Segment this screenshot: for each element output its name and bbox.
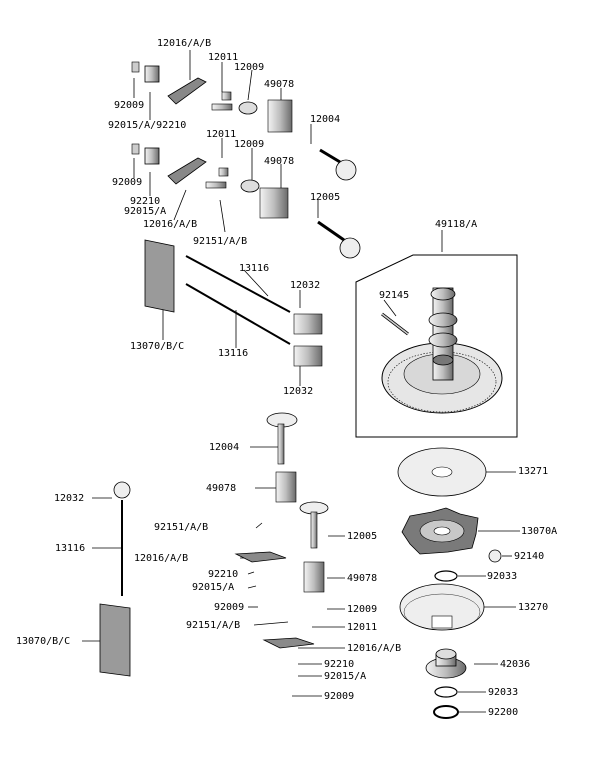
label-pivot-set-a: 92015/A/92210 (108, 120, 187, 131)
label-nut-92009-c: 92009 (214, 602, 245, 613)
rocker-assembly-second (131, 143, 361, 259)
weight-13070a (401, 507, 479, 555)
label-spring-49078-c: 49078 (206, 483, 237, 494)
label-snap-ring-92033-a: 92033 (487, 571, 518, 582)
label-pin-92145: 92145 (379, 290, 410, 301)
label-nut-92009-d: 92009 (324, 691, 355, 702)
plate-13271 (397, 447, 487, 497)
label-pivot-12011-c: 12011 (347, 622, 378, 633)
label-spring-49078-d: 49078 (347, 573, 378, 584)
label-rocker-arm-top: 12016/A/B (157, 38, 212, 49)
label-rocker-arm-lower: 12016/A/B (134, 553, 189, 564)
rocker-arm-mid (234, 551, 287, 563)
label-retainer-12009-a: 12009 (234, 62, 265, 73)
label-pivot-92015-c: 92015/A (324, 671, 367, 682)
rocker-arm-bottom (262, 637, 315, 649)
camshaft-group-frame (355, 254, 518, 438)
label-pushrod-13116-a: 13116 (239, 263, 270, 274)
label-stud-92151-a: 92151/A/B (193, 236, 248, 247)
label-valve-12005-a: 12005 (310, 192, 341, 203)
label-lifter-12032-c: 12032 (54, 493, 85, 504)
label-spring-49078-a: 49078 (264, 79, 295, 90)
label-pushrod-13116-c: 13116 (55, 543, 86, 554)
guide-plate-lower (99, 603, 131, 677)
label-lifter-12032-b: 12032 (283, 386, 314, 397)
label-sleeve-42036: 42036 (500, 659, 531, 670)
sleeve-42036 (425, 648, 467, 679)
pin-92145 (381, 312, 409, 336)
camshaft (428, 287, 458, 381)
label-pivot-92015-b: 92015/A (192, 582, 235, 593)
snap-ring-92033-a (434, 570, 458, 582)
label-stud-92151-b: 92151/A/B (154, 522, 209, 533)
label-snap-ring-92033-b: 92033 (488, 687, 519, 698)
label-bolt-92210-a: 92210 (130, 196, 161, 207)
label-rocker-arm-bottom: 12016/A/B (347, 643, 402, 654)
label-guide-13070-bc-a: 13070/B/C (130, 341, 185, 352)
label-pivot-92015-a: 92015/A (124, 206, 167, 217)
label-camshaft-assy: 49118/A (435, 219, 478, 230)
label-valve-12004-b: 12004 (209, 442, 240, 453)
label-weight-13070a: 13070A (521, 526, 558, 537)
label-bolt-92210-c: 92210 (324, 659, 355, 670)
label-valve-12004-a: 12004 (310, 114, 341, 125)
label-pivot-12011-b: 12011 (206, 129, 237, 140)
spring-49078-mid (275, 471, 297, 503)
valve-12005-mid (299, 501, 329, 549)
label-spring-49078-b: 49078 (264, 156, 295, 167)
pushrods-upper (185, 255, 323, 367)
label-ball-92140: 92140 (514, 551, 545, 562)
valve-12004-mid (266, 412, 298, 465)
leader-lines (82, 50, 520, 713)
plate-13270 (399, 583, 485, 631)
label-stud-92151-c: 92151/A/B (186, 620, 241, 631)
label-retainer-12009-b: 12009 (234, 139, 265, 150)
label-nut-92009-a: 92009 (114, 100, 145, 111)
spring-49078-lower (303, 561, 325, 593)
label-bolt-92210-b: 92210 (208, 569, 239, 580)
guide-plate-upper (144, 239, 175, 313)
label-valve-12005-b: 12005 (347, 531, 378, 542)
label-pushrod-13116-b: 13116 (218, 348, 249, 359)
ball-92140 (488, 549, 502, 563)
pushrod-left (113, 481, 131, 596)
rocker-assembly-upper (131, 61, 357, 181)
label-lifter-12032-a: 12032 (290, 280, 321, 291)
label-pivot-12011-a: 12011 (208, 52, 239, 63)
label-plate-13270: 13270 (518, 602, 549, 613)
label-retainer-12009-c: 12009 (347, 604, 378, 615)
snap-ring-92033-b (434, 686, 458, 698)
washer-92200 (433, 705, 459, 719)
label-nut-92009-b: 92009 (112, 177, 143, 188)
label-plate-13271: 13271 (518, 466, 549, 477)
label-rocker-arm-mid: 12016/A/B (143, 219, 198, 230)
label-washer-92200: 92200 (488, 707, 519, 718)
label-guide-13070-bc-b: 13070/B/C (16, 636, 71, 647)
